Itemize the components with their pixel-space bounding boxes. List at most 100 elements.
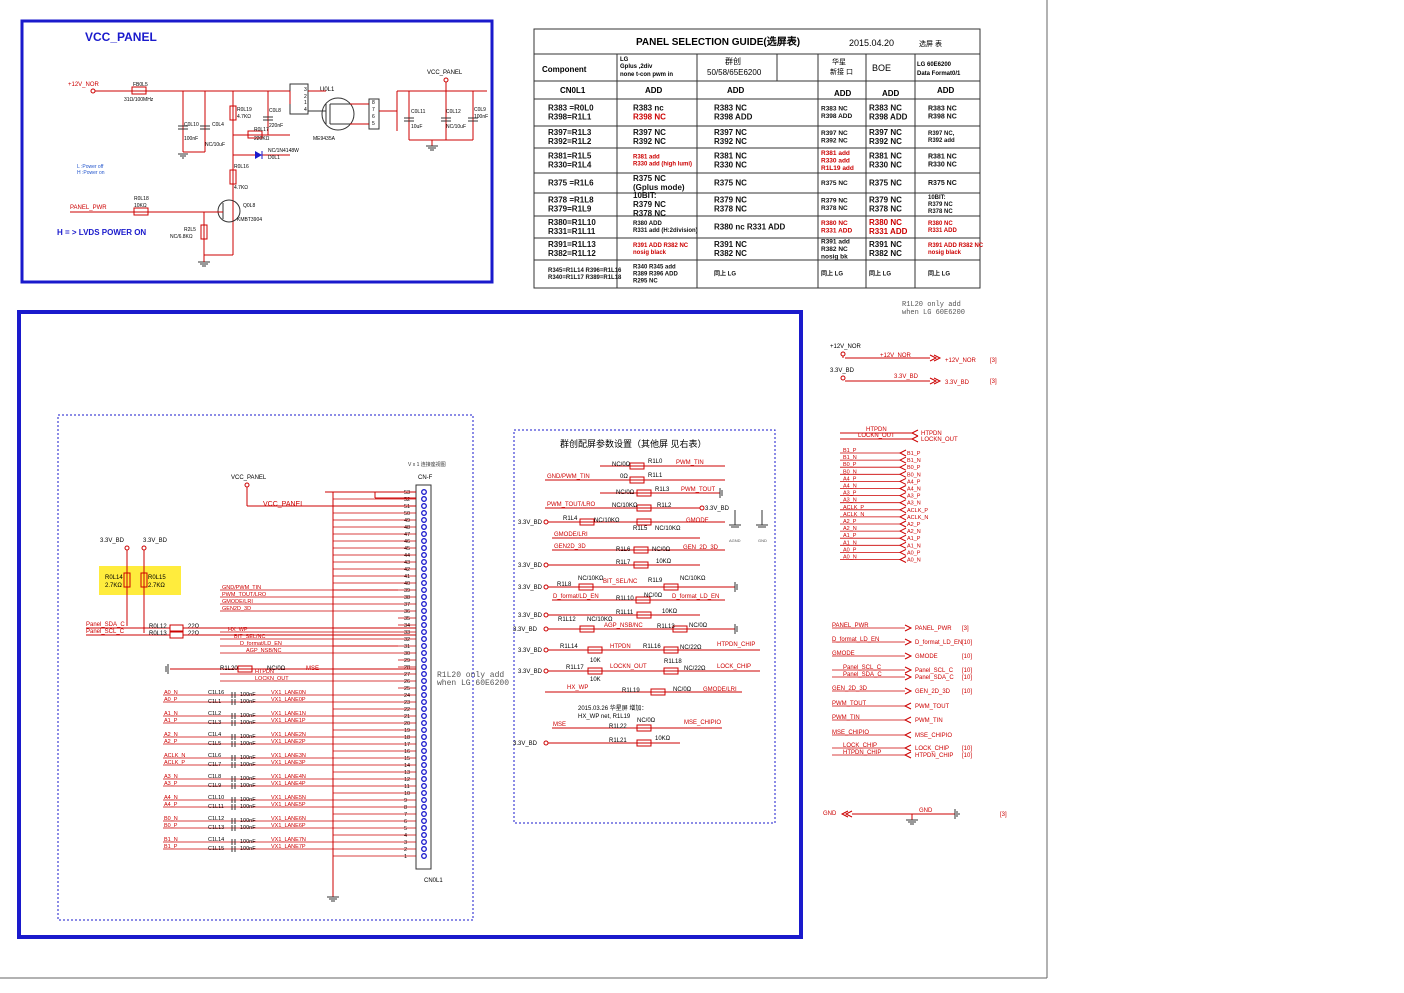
table-cell-boe: R379 NC — [869, 196, 902, 205]
connector-pin — [421, 587, 427, 593]
pin-number: 1 — [404, 854, 407, 860]
pin-number: 50 — [404, 511, 410, 517]
gmode-lri-net-2: GMODE/LRI — [703, 687, 737, 693]
lane-port-label: A3_N — [164, 774, 178, 780]
lane-cap-ref: C1L10 — [208, 795, 224, 801]
table-cell-lg60: 10BIT: — [928, 195, 946, 201]
diff-port-out: A1_N — [907, 543, 921, 549]
table-cell-comp: R330=R1L4 — [548, 161, 592, 170]
table-cell-boe: R380 NC — [869, 218, 902, 227]
mse-net: MSE — [306, 666, 319, 672]
pin-number: 26 — [404, 679, 410, 685]
c0l10-ref: C0L10 — [184, 122, 199, 128]
table-cell-lg60: R392 add — [928, 138, 955, 144]
c0l8-ref: C0L8 — [269, 108, 281, 114]
port-pwm_tout-in: PWM_TOUT — [832, 701, 867, 707]
connector-pins: 5352515049484746454443424140393837363534… — [333, 489, 427, 860]
table-cell-hx: R392 NC — [821, 138, 848, 145]
c0l12-ref: C0L12 — [446, 109, 461, 115]
diff-port-out: B0_N — [907, 472, 921, 478]
r1l10-ref: R1L10 — [616, 596, 634, 602]
pin-number: 2 — [404, 847, 407, 853]
table-cell-boe: R383 NC — [869, 104, 902, 113]
pin-number: 6 — [404, 819, 407, 825]
port-htpdn_chip-out: HTPDN_CHIP — [915, 753, 953, 759]
r1l6-ref: R1L6 — [616, 547, 631, 553]
vcc-panel-section: VCC_PANEL +12V_NOR FB0L5 31Ω/100MHz C0L1… — [20, 19, 494, 284]
table-cell-hx: 同上 LG — [821, 270, 843, 278]
port-gmode-ref: [10] — [962, 654, 972, 660]
cn0l1-hx: ADD — [834, 89, 852, 98]
table-cell-comp: R381=R1L5 — [548, 152, 592, 161]
svg-text:8: 8 — [372, 100, 375, 106]
agnd-label: AGND — [729, 538, 741, 543]
lvds-note: H = > LVDS POWER ON — [57, 228, 146, 237]
pin-number: 52 — [404, 497, 410, 503]
table-cell-boe: R382 NC — [869, 249, 902, 258]
connector-pin — [421, 825, 427, 831]
lane-cap-ref: C1L4 — [208, 732, 221, 738]
table-cell-qc: R380 nc R331 ADD — [714, 223, 786, 232]
port-12v-out: +12V_NOR — [945, 358, 977, 364]
r1l16-ref: R1L16 — [643, 644, 661, 650]
c0l10-value: 100nF — [184, 136, 198, 142]
r1l5-ref: R1L5 — [633, 526, 648, 532]
diff-port-in: A0_P — [843, 547, 857, 553]
control-net-label: GEN2D_3D — [222, 606, 251, 612]
connector-pin — [421, 846, 427, 852]
connector-pin — [421, 762, 427, 768]
pin-number: 49 — [404, 518, 410, 524]
pin-number: 8 — [404, 805, 407, 811]
r0l18-ref: R0L18 — [134, 196, 149, 202]
connector-pin — [421, 496, 427, 502]
control-net-label: GMODE/LRI — [222, 599, 253, 605]
lane-cap-ref: C1L2 — [208, 711, 221, 717]
table-cell-lg: R380 ADD — [633, 221, 662, 227]
connector-pin — [421, 699, 427, 705]
htpdn-net: HTPDN — [610, 644, 631, 650]
connector-pin — [421, 839, 427, 845]
connector-pin — [421, 538, 427, 544]
pin-number: 22 — [404, 707, 410, 713]
gmode-lri-net: GMODE/LRI — [554, 532, 588, 538]
lane-cap-ref: C1L9 — [208, 783, 221, 789]
table-cell-lg: (Gplus mode) — [633, 183, 685, 192]
r1l1-ref: R1L1 — [648, 473, 663, 479]
config-section: 群创配屏参数设置（其他屏 见右表） NC/0Ω R1L0 PWM_TIN GND… — [513, 438, 768, 747]
table-cell-comp: R378 =R1L8 — [548, 196, 594, 205]
r1l11-ref: R1L11 — [616, 610, 634, 616]
pin-number: 41 — [404, 574, 410, 580]
table-cell-lg60: R378 NC — [928, 209, 953, 215]
connector-pin — [421, 629, 427, 635]
control-net-label: HX_WP — [228, 627, 248, 633]
table-cell-comp: R397=R1L3 — [548, 128, 592, 137]
port-lock_chip-ref: [10] — [962, 746, 972, 752]
port-lockn-out: LOCKN_OUT — [921, 437, 958, 443]
gen2d3d-net-a: GEN2D_3D — [554, 544, 586, 550]
pin-number: 34 — [404, 623, 410, 629]
r1l10-value: NC/0Ω — [644, 593, 663, 599]
connector-pin — [421, 657, 427, 663]
control-net-label: D_format/LD_EN — [240, 641, 282, 647]
r0l15-value: 2.7KΩ — [148, 583, 165, 589]
table-cell-qc: R381 NC — [714, 152, 747, 161]
port-33v-in: 3.3V_BD — [894, 374, 919, 380]
diff-port-in: A2_N — [843, 526, 857, 532]
fb0l5-ref: FB0L5 — [133, 82, 148, 88]
q0l8-part: KMBT3904 — [237, 217, 262, 223]
pin-number: 29 — [404, 658, 410, 664]
c0l9-ref: C0L9 — [474, 107, 486, 113]
table-cell-lg60: nosig black — [928, 250, 962, 256]
table-cell-lg: R392 NC — [633, 137, 666, 146]
r1l5-value: NC/10KΩ — [655, 526, 681, 532]
table-cell-lg: R381 add — [633, 155, 660, 161]
connector-pin — [421, 664, 427, 670]
lane-cap-value: 100nF — [240, 692, 256, 698]
bd-net-4: 3.3V_BD — [518, 585, 543, 591]
table-cell-qc: R397 NC — [714, 128, 747, 137]
lane-cap-value: 100nF — [240, 804, 256, 810]
table-cell-boe: R392 NC — [869, 137, 902, 146]
